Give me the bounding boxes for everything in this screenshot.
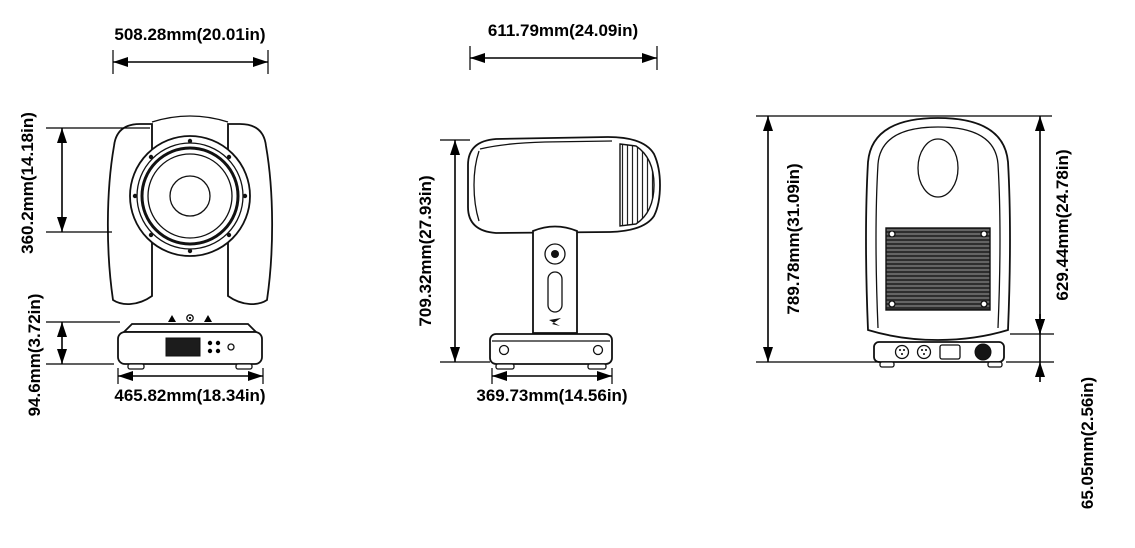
front-head-top: [151, 115, 229, 123]
indicator-dot: [186, 314, 194, 322]
front-dim-head-height: 360.2mm(14.18in): [18, 112, 150, 254]
rear-base: [873, 341, 1005, 368]
rear-foot-left: [879, 361, 895, 368]
side-height-label: 709.32mm(27.93in): [416, 175, 435, 326]
warning-mark-left: [168, 315, 176, 322]
front-fixture: [106, 115, 274, 370]
side-yoke: [532, 225, 578, 334]
brand-logo: [549, 318, 561, 326]
rear-dim-head-height: 629.44mm(24.78in): [1010, 116, 1072, 335]
rear-foot-right: [987, 361, 1003, 368]
side-view: 611.79mm(24.09in) 709.32mm(27.93in) 369.…: [416, 21, 661, 405]
foot-left: [127, 363, 145, 370]
front-dim-bottom-width: 465.82mm(18.34in): [114, 368, 266, 405]
rear-head-contour: [875, 126, 1001, 329]
rear-vent-grille: [885, 227, 991, 311]
side-dim-top-width: 611.79mm(24.09in): [469, 21, 658, 70]
side-foot-left: [495, 363, 515, 370]
rear-fixture: [865, 117, 1011, 368]
side-head-cap-line: [473, 150, 480, 222]
xlr-connector-2: [916, 344, 932, 360]
base-screw-right: [592, 344, 604, 356]
side-head-contour: [479, 140, 613, 150]
power-connector: [939, 344, 961, 360]
warning-mark-right: [204, 315, 212, 322]
rear-base-height-label: 65.05mm(2.56in): [1078, 377, 1097, 509]
yoke-handle: [547, 271, 563, 313]
rear-oval-opening: [917, 138, 959, 198]
front-bottom-width-label: 465.82mm(18.34in): [114, 386, 265, 405]
menu-buttons: [207, 340, 221, 354]
side-head: [467, 136, 661, 234]
foot-right: [235, 363, 253, 370]
rear-dim-base-height: 65.05mm(2.56in): [1006, 314, 1097, 509]
front-base: [117, 314, 263, 370]
lens-bolts: [132, 138, 248, 254]
vent-bolts: [888, 230, 988, 308]
display-screen: [165, 337, 201, 357]
rear-dim-total-height: 789.78mm(31.09in): [756, 115, 1052, 363]
front-lens: [129, 135, 251, 257]
side-lens-end: [619, 143, 655, 227]
rear-total-height-label: 789.78mm(31.09in): [784, 163, 803, 314]
rear-view: 789.78mm(31.09in) 629.44mm(24.78in) 65.0…: [756, 115, 1097, 509]
rear-head-height-label: 629.44mm(24.78in): [1053, 149, 1072, 300]
indicator-dot-center: [188, 316, 192, 320]
xlr-connector-1: [894, 344, 910, 360]
side-top-width-label: 611.79mm(24.09in): [488, 21, 638, 40]
side-foot-right: [587, 363, 607, 370]
base-knob: [227, 343, 235, 351]
front-view: 508.28mm(20.01in) 360.2mm(14.18in) 94.6m…: [18, 25, 274, 417]
front-dim-top-width: 508.28mm(20.01in): [112, 25, 269, 74]
front-head-height-label: 360.2mm(14.18in): [18, 112, 37, 254]
side-base: [489, 333, 613, 370]
front-dim-base-height: 94.6mm(3.72in): [25, 294, 120, 417]
base-top-plate: [121, 323, 259, 333]
side-fixture: [467, 136, 661, 370]
front-top-width-label: 508.28mm(20.01in): [114, 25, 265, 44]
front-base-height-label: 94.6mm(3.72in): [25, 294, 44, 417]
side-dim-height: 709.32mm(27.93in): [416, 139, 490, 363]
side-bottom-width-label: 369.73mm(14.56in): [476, 386, 627, 405]
base-screw-left: [498, 344, 510, 356]
power-switch: [974, 343, 992, 361]
side-dim-bottom-width: 369.73mm(14.56in): [476, 368, 628, 405]
